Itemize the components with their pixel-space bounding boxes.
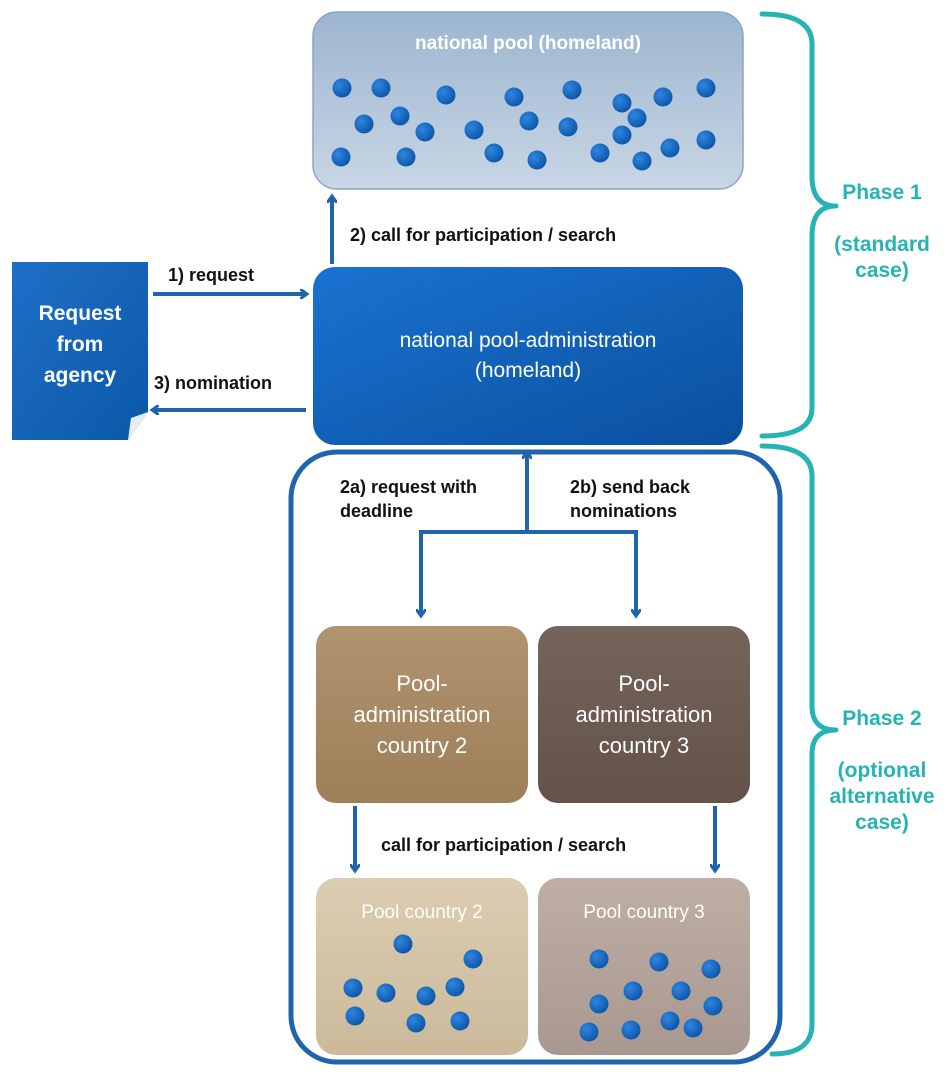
phase2-title: Phase 2: [842, 707, 922, 730]
label-request: 1) request: [168, 265, 255, 285]
pool-member-dot: [696, 78, 716, 98]
pool-member-dot: [345, 1006, 365, 1026]
pool-member-dot: [436, 85, 456, 105]
branch-right-arrow: [527, 530, 636, 615]
phase2-label: Phase 2 (optional alternative case): [815, 706, 949, 836]
pool-member-dot: [627, 108, 647, 128]
document-fold: [128, 412, 148, 440]
pool-country3-box: [538, 878, 750, 1055]
phase1-line-3: case): [855, 259, 909, 282]
admin-country3-line-2: administration: [575, 702, 713, 727]
phase2-brace: [759, 443, 839, 1057]
pool-member-dot: [376, 983, 396, 1003]
admin-country2-line-2: administration: [353, 702, 491, 727]
national-admin-line-2: (homeland): [474, 359, 582, 382]
phase1-spacer: [815, 206, 949, 232]
pool-country2-box: [316, 878, 528, 1055]
pool-member-dot: [354, 114, 374, 134]
phase2-spacer: [815, 732, 949, 758]
pool-member-dot: [504, 87, 524, 107]
national-admin-line-1: national pool-administration: [399, 329, 657, 352]
pool-member-dot: [612, 125, 632, 145]
phase1-label: Phase 1 (standard case): [815, 180, 949, 284]
pool-member-dot: [590, 143, 610, 163]
pool-member-dot: [450, 1011, 470, 1031]
pool-member-dot: [579, 1022, 599, 1042]
pool-member-dot: [632, 151, 652, 171]
label-send-back-1: 2b) send back: [570, 477, 691, 497]
pool-member-dot: [660, 138, 680, 158]
national-pool-box: [312, 11, 744, 190]
label-send-back-2: nominations: [570, 501, 677, 521]
pool-member-dot: [562, 80, 582, 100]
pool-member-dot: [463, 949, 483, 969]
phase1-brace: [759, 11, 839, 439]
phase1-title: Phase 1: [842, 181, 922, 204]
pool-member-dot: [683, 1018, 703, 1038]
label-request-deadline-2: deadline: [340, 501, 414, 521]
pool-member-dot: [649, 952, 669, 972]
pool-member-dot: [390, 106, 410, 126]
admin-country2-line-1: Pool-: [396, 671, 448, 696]
request-line-2: from: [56, 332, 104, 356]
label-nomination: 3) nomination: [154, 373, 272, 393]
phase2-line-4: case): [855, 811, 909, 834]
pool-member-dot: [416, 986, 436, 1006]
pool-member-dot: [696, 130, 716, 150]
request-line-1: Request: [38, 301, 122, 325]
pool-member-dot: [589, 949, 609, 969]
admin-country3-line-3: country 3: [598, 733, 690, 758]
top-pool-dots: [331, 78, 716, 171]
request-from-agency: Request from agency: [12, 285, 148, 403]
pool-member-dot: [371, 78, 391, 98]
pool-member-dot: [406, 1013, 426, 1033]
label-call-search-2: call for participation / search: [381, 835, 627, 855]
pool-member-dot: [612, 93, 632, 113]
admin-country2-line-3: country 2: [376, 733, 468, 758]
pool-member-dot: [621, 1020, 641, 1040]
admin-country3-line-1: Pool-: [618, 671, 670, 696]
pool-member-dot: [332, 78, 352, 98]
pool-member-dot: [484, 143, 504, 163]
admin-country2-text: Pool- administration country 2: [316, 626, 528, 803]
admin-country2-box: [316, 626, 528, 803]
pool-country2-dots: [343, 934, 483, 1033]
phase2-line-3: alternative: [829, 785, 935, 808]
national-admin-text: national pool-administration (homeland): [313, 267, 743, 445]
pool-member-dot: [703, 996, 723, 1016]
request-line-3: agency: [43, 363, 117, 387]
national-admin-box: [313, 267, 743, 445]
pool-member-dot: [701, 959, 721, 979]
pool-member-dot: [519, 111, 539, 131]
phase2-container: [288, 449, 783, 1065]
pool-country3-title: Pool country 3: [583, 902, 705, 923]
label-request-deadline-1: 2a) request with: [340, 477, 478, 497]
pool-member-dot: [558, 117, 578, 137]
pool-member-dot: [653, 87, 673, 107]
pool-member-dot: [343, 978, 363, 998]
pool-member-dot: [445, 977, 465, 997]
pool-member-dot: [623, 981, 643, 1001]
pool-member-dot: [464, 120, 484, 140]
pool-member-dot: [331, 147, 351, 167]
pool-country2-title: Pool country 2: [361, 902, 483, 923]
phase2-line-2: (optional: [837, 759, 927, 782]
branch-left-arrow: [421, 530, 527, 615]
pool-member-dot: [589, 994, 609, 1014]
pool-member-dot: [671, 981, 691, 1001]
pool-member-dot: [415, 122, 435, 142]
pool-member-dot: [527, 150, 547, 170]
request-document-shape: [12, 262, 148, 440]
admin-country3-text: Pool- administration country 3: [538, 626, 750, 803]
arrows: [153, 197, 715, 870]
national-pool-title: national pool (homeland): [415, 33, 641, 54]
phase1-line-2: (standard: [834, 233, 930, 256]
label-call-search: 2) call for participation / search: [350, 225, 617, 245]
admin-country3-box: [538, 626, 750, 803]
pool-member-dot: [396, 147, 416, 167]
pool-member-dot: [660, 1011, 680, 1031]
pool-country3-dots: [579, 949, 723, 1042]
pool-member-dot: [393, 934, 413, 954]
